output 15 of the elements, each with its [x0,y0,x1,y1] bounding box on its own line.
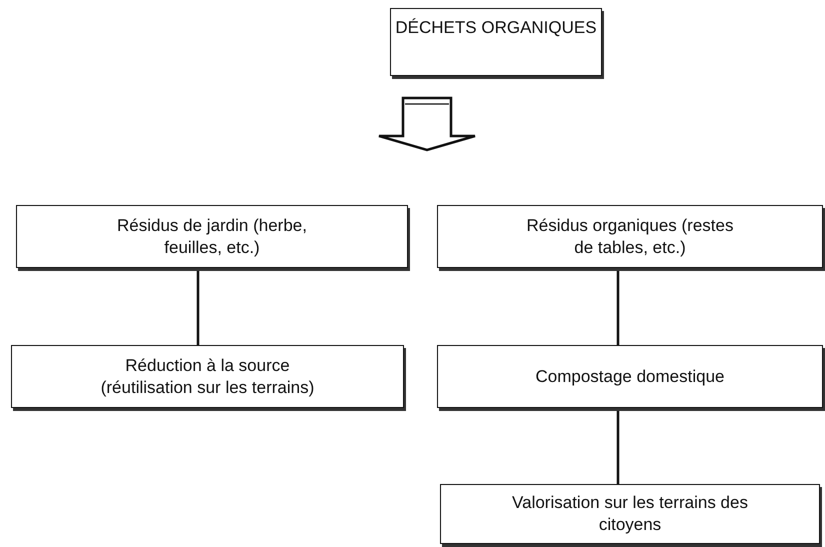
box-text: Réduction à la source (réutilisation sur les terrains) [100,354,316,398]
process-box [437,205,823,268]
box-text: DÉCHETS ORGANIQUES [395,17,597,39]
box-text: Valorisation sur les terrains des citoyens [511,492,749,536]
connector-line [196,271,200,345]
connector-line [616,271,620,345]
process-box [440,484,820,544]
box-text: Résidus organiques (restes de tables, etc.) [526,214,734,258]
process-box [390,8,602,76]
process-box [11,345,404,408]
process-box [437,345,823,408]
connector-line [616,411,620,484]
box-text: Compostage domestique [535,366,724,388]
process-box [16,205,408,268]
box-text: Résidus de jardin (herbe, feuilles, etc.) [116,214,308,258]
